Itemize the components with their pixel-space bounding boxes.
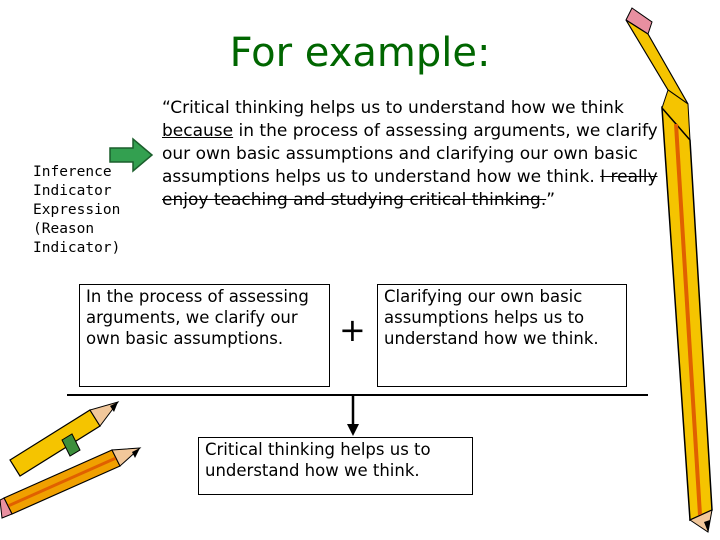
- indicator-line: Indicator): [33, 240, 121, 256]
- premise-2-box: Clarifying our own basic assumptions hel…: [377, 284, 627, 387]
- quote-text-part2: in the process of assessing arguments, w…: [162, 121, 658, 187]
- quote-indicator-word: because: [162, 121, 234, 141]
- quote-close-mark: ”: [546, 190, 556, 210]
- argument-quote: “Critical thinking helps us to understan…: [162, 97, 662, 212]
- premise-1-box: In the process of assessing arguments, w…: [79, 284, 330, 387]
- indicator-line: Inference: [33, 164, 112, 180]
- quote-struck-text: I really enjoy teaching and studying cri…: [162, 167, 658, 210]
- pencils-icon: [0, 401, 142, 519]
- premise-1-text: In the process of assessing arguments, w…: [86, 287, 309, 348]
- slide-title: For example:: [229, 30, 491, 76]
- indicator-line: Indicator: [33, 183, 112, 199]
- indicator-arrow-icon: [109, 137, 154, 173]
- indicator-line: Expression: [33, 202, 121, 218]
- plus-sign: +: [339, 311, 366, 349]
- indicator-line: (Reason: [33, 221, 95, 237]
- premise-2-text: Clarifying our own basic assumptions hel…: [384, 287, 599, 348]
- conclusion-text: Critical thinking helps us to understand…: [205, 440, 431, 480]
- conclusion-box: Critical thinking helps us to understand…: [198, 437, 473, 495]
- down-arrow-icon: [347, 396, 359, 436]
- inference-indicator-label: Inference Indicator Expression (Reason I…: [33, 163, 143, 258]
- quote-open-mark: “: [162, 98, 171, 118]
- quote-text-part1: Critical thinking helps us to understand…: [170, 98, 624, 118]
- pencil-icon: [625, 7, 713, 533]
